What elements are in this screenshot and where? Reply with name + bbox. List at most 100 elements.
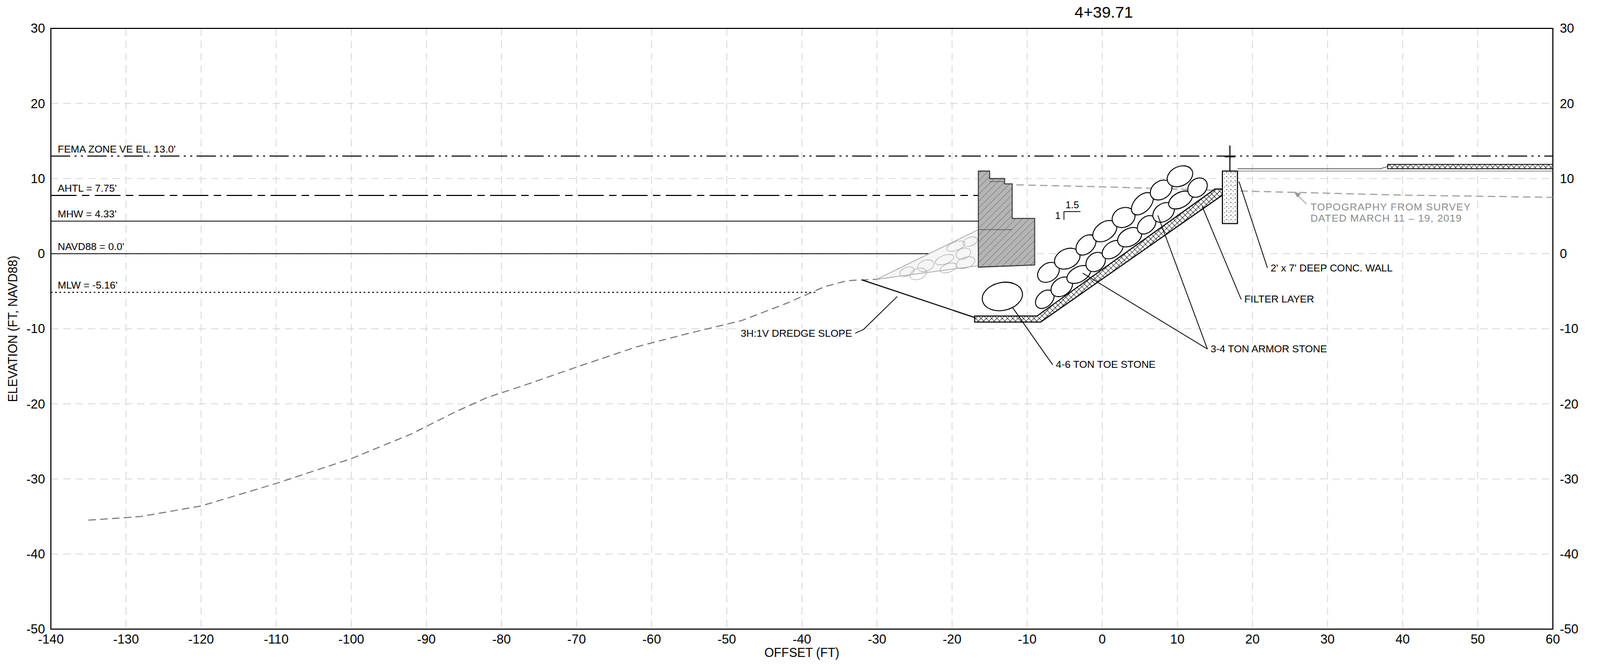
tick-label: 20 <box>1559 96 1575 112</box>
toe-stone <box>979 278 1026 315</box>
callout-label: 3H:1V DREDGE SLOPE <box>739 327 854 340</box>
slope-ratio: 1.5 <box>1064 199 1080 212</box>
leader-line <box>855 296 898 334</box>
level-label: MLW = -5.16' <box>56 279 120 292</box>
tick-label: 50 <box>1470 632 1485 648</box>
wall-marker <box>1229 145 1231 172</box>
tick-label: 20 <box>30 96 45 112</box>
tick-label: -50 <box>1559 621 1579 637</box>
tick-label: -40 <box>26 546 45 562</box>
existing-grade <box>88 265 975 521</box>
tick-label: -10 <box>26 321 45 337</box>
tick-label: 0 <box>38 246 45 262</box>
tick-label: -30 <box>1559 471 1579 487</box>
tick-label: 10 <box>1559 171 1575 187</box>
rubble-stone <box>954 246 973 262</box>
leader-line <box>1238 181 1268 268</box>
tick-label: 40 <box>1395 632 1410 648</box>
seawall-joint <box>989 181 1005 183</box>
tick-label: 0 <box>1559 246 1567 262</box>
grid-line <box>1402 28 1404 630</box>
callout-label: FILTER LAYER <box>1242 293 1316 306</box>
level-label: FEMA ZONE VE EL. 13.0' <box>56 143 178 156</box>
level-label: AHTL = 7.75' <box>56 182 119 195</box>
navd88-line <box>50 253 979 255</box>
grid-line <box>50 178 1553 180</box>
tick-label: -20 <box>942 632 962 648</box>
tick-label: -130 <box>113 632 139 648</box>
level-label: NAVD88 = 0.0' <box>56 241 126 253</box>
tick-label: 20 <box>1245 632 1260 648</box>
tick-label: -10 <box>1017 632 1037 648</box>
tick-label: 0 <box>1098 632 1106 648</box>
existing-grade <box>1004 184 1554 198</box>
leader-arrow <box>1294 192 1301 198</box>
walkway-edge <box>1237 170 1553 172</box>
axis-title: ELEVATION (FT, NAVD88) <box>5 255 20 403</box>
tick-label: -120 <box>188 632 214 648</box>
tick-label: -140 <box>38 632 64 648</box>
walkway-edge <box>1237 166 1388 169</box>
rubble-stone <box>945 238 967 254</box>
callout-label: 4-6 TON TOE STONE <box>1054 358 1158 371</box>
tick-label: -70 <box>567 632 587 648</box>
tick-label: -50 <box>717 632 737 648</box>
tick-label: -110 <box>264 632 289 648</box>
dredge-slope-line <box>861 280 975 318</box>
level-label: MHW = 4.33' <box>56 208 119 221</box>
existing-rubble <box>876 229 979 280</box>
tick-label: -20 <box>26 396 45 412</box>
leader-line <box>1202 206 1242 300</box>
grid-line <box>50 253 1553 255</box>
tick-label: 60 <box>1545 632 1561 648</box>
tick-label: -30 <box>26 471 45 487</box>
mlw-line <box>50 291 817 294</box>
rubble-stone <box>898 265 916 279</box>
grid-line <box>50 403 1553 405</box>
mhw-line <box>50 220 1035 222</box>
slope-indicator <box>1063 211 1081 220</box>
grid-line <box>576 28 578 630</box>
callout-label: 3-4 TON ARMOR STONE <box>1208 343 1329 356</box>
fema-line <box>50 155 1553 157</box>
grid-line <box>726 28 728 630</box>
grid-line <box>1477 28 1479 630</box>
survey-note: TOPOGRAPHY FROM SURVEY DATED MARCH 11 – … <box>1308 201 1473 225</box>
tick-label: -90 <box>417 632 437 648</box>
rubble-stone <box>954 254 977 272</box>
rubble-stone <box>939 260 959 275</box>
grid-line <box>50 478 1553 480</box>
tick-label: 30 <box>1559 20 1575 36</box>
tick-label: -20 <box>1559 396 1579 412</box>
slope-ratio: 1 <box>1054 210 1062 222</box>
armor-stone <box>1163 161 1197 191</box>
concrete-wall <box>1222 171 1238 224</box>
grid-line <box>651 28 653 630</box>
tick-label: -10 <box>1559 321 1579 337</box>
wall-marker <box>1224 156 1236 158</box>
seawall-joint <box>978 229 1013 230</box>
axis-title: OFFSET (FT) <box>764 645 840 660</box>
tick-label: 30 <box>30 20 45 36</box>
tick-label: 30 <box>1320 632 1335 648</box>
leader-line <box>1082 273 1208 350</box>
tick-label: -60 <box>642 632 661 648</box>
leader-line <box>1012 306 1054 365</box>
tick-label: -100 <box>338 632 365 648</box>
tick-label: -30 <box>867 632 887 648</box>
tick-label: 10 <box>30 171 45 187</box>
grid-line <box>50 553 1553 555</box>
section-title: 4+39.71 <box>1074 3 1133 22</box>
plot-frame <box>50 28 1553 630</box>
tick-label: -80 <box>492 632 512 648</box>
filter-layer <box>974 189 1223 322</box>
callout-label: 2' x 7' DEEP CONC. WALL <box>1268 262 1395 275</box>
tick-label: -40 <box>1559 546 1579 562</box>
ahtl-line <box>50 194 979 197</box>
grid-line <box>50 103 1553 105</box>
tick-label: 10 <box>1170 632 1185 648</box>
rubble-stone <box>915 257 936 274</box>
pavement <box>1387 164 1553 169</box>
rubble-stone <box>908 266 929 283</box>
